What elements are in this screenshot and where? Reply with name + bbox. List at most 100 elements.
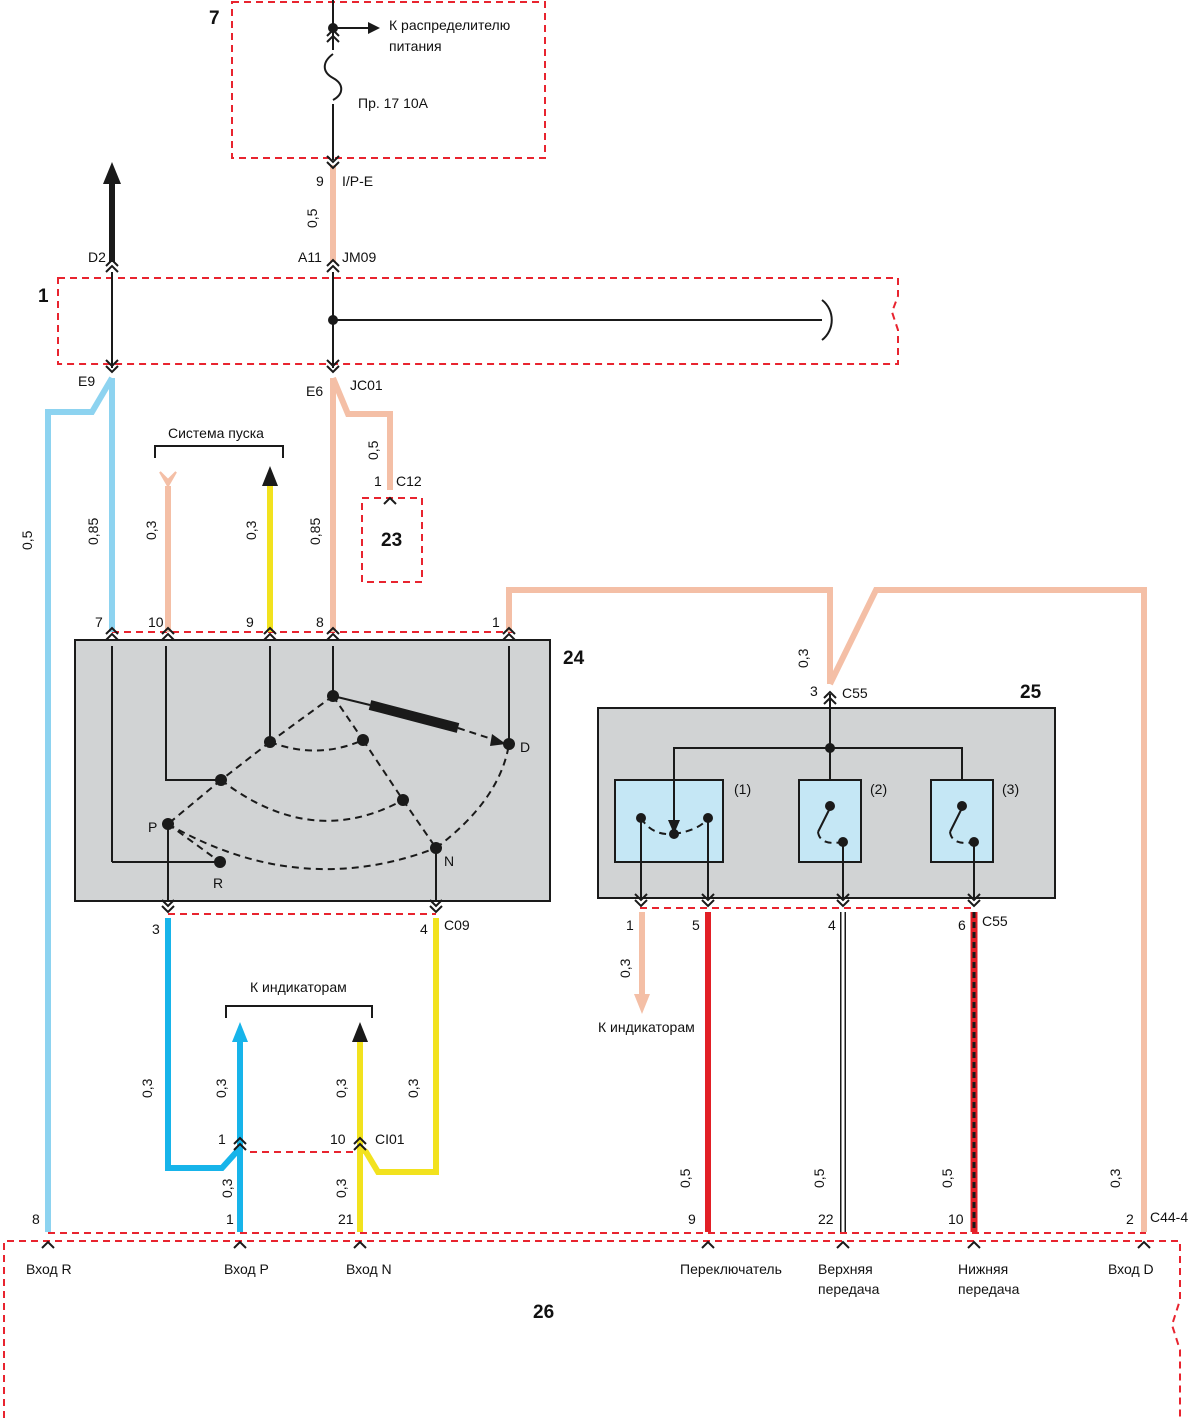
ecu-pin-1: 1	[226, 1211, 234, 1227]
connector-chevron	[326, 365, 340, 374]
position-n: N	[444, 853, 454, 869]
connector-chevron	[1137, 1240, 1151, 1249]
pin-6-c55: 6	[958, 917, 966, 933]
block-1-number: 1	[38, 286, 49, 307]
connector-chevron	[161, 905, 175, 914]
switch-1-label: (1)	[734, 781, 751, 797]
block-23-outline	[361, 497, 423, 583]
connector-chevron	[967, 1240, 981, 1249]
connector-c55-bottom-label: C55	[982, 913, 1008, 929]
range-bus-node	[825, 743, 835, 753]
connector-chevron	[105, 359, 119, 368]
connector-chevron	[105, 258, 119, 267]
ecu-pin-2: 2	[1126, 1211, 1134, 1227]
arrow-to-distributor	[368, 22, 380, 34]
connector-chevron	[967, 893, 981, 902]
pin-e9: E9	[78, 373, 95, 389]
ecu-pin-9: 9	[688, 1211, 696, 1227]
sel-dash-3	[269, 739, 364, 752]
pin-8: 8	[316, 614, 324, 630]
position-r: R	[213, 875, 223, 891]
connector-chevron	[326, 632, 340, 641]
sel-dash-5	[362, 739, 404, 801]
sw2-nodes	[825, 801, 848, 847]
pin-1-c55: 1	[626, 917, 634, 933]
connector-jc01-label: JC01	[350, 377, 383, 393]
connector-chevron	[326, 28, 340, 37]
connector-chevron	[823, 690, 837, 699]
connector-c09-label: C09	[444, 917, 470, 933]
pin-4: 4	[420, 921, 428, 937]
gauge-yellow-bottom: 0,3	[333, 1178, 349, 1198]
pin-a11: A11	[298, 249, 322, 265]
ecu-pin-10: 10	[948, 1211, 964, 1227]
connector-chevron	[105, 632, 119, 641]
gauge-pin9: 0,3	[243, 520, 259, 540]
connector-chevron	[161, 899, 175, 908]
block-26-outline	[3, 1240, 1181, 1418]
pin-1-c12: 1	[374, 473, 382, 489]
connector-chevron	[233, 1142, 247, 1151]
connector-chevron	[105, 626, 119, 635]
block-24-number: 24	[563, 648, 585, 669]
pin-5-c55: 5	[692, 917, 700, 933]
pin-10-ci01: 10	[330, 1131, 346, 1147]
sel-contact-link	[332, 695, 371, 706]
gauge-ipe-jm09: 0,5	[304, 208, 320, 228]
pin-d2: D2	[88, 249, 106, 265]
connector-jm09-label: JM09	[342, 249, 376, 265]
sw3-nodes	[957, 801, 979, 847]
sw1-nodes	[636, 813, 713, 839]
connector-chevron	[233, 1240, 247, 1249]
arrow-pink-down	[634, 994, 650, 1014]
input-n-label: Вход N	[346, 1261, 392, 1277]
connector-chevron	[429, 905, 443, 914]
connector-chevron	[161, 632, 175, 641]
connector-ci01-label: CI01	[375, 1131, 405, 1147]
connector-chevron	[105, 264, 119, 273]
to-distributor-label-1: К распределителю	[389, 17, 510, 33]
pin-10: 10	[148, 614, 164, 630]
connector-chevron	[634, 899, 648, 908]
connector-chevron	[701, 899, 715, 908]
switch-2-label: (2)	[870, 781, 887, 797]
connector-chevron	[502, 632, 516, 641]
sel-dash-6	[220, 779, 404, 822]
upper-gear-label-1: Верхняя	[818, 1261, 873, 1277]
lower-gear-label-2: передача	[958, 1281, 1020, 1297]
connector-chevron	[233, 1136, 247, 1145]
position-d: D	[520, 739, 530, 755]
sel-contact-bar	[368, 700, 460, 733]
gauge-pin10: 0,3	[143, 520, 159, 540]
pin-9: 9	[246, 614, 254, 630]
gauge-red-pin9: 0,5	[677, 1168, 693, 1188]
sw2-blade	[817, 807, 831, 833]
connector-chevron	[634, 893, 648, 902]
input-d-label: Вход D	[1108, 1261, 1154, 1277]
gauge-yellow-right: 0,3	[405, 1078, 421, 1098]
sw1-arrow	[668, 820, 680, 834]
sel-dash-9	[167, 823, 437, 871]
sel-dash-10	[167, 823, 221, 863]
connector-chevron	[353, 1240, 367, 1249]
pin-1: 1	[492, 614, 500, 630]
ecu-pin-8: 8	[32, 1211, 40, 1227]
connector-chevron	[41, 1240, 55, 1249]
pin-3-c55: 3	[810, 683, 818, 699]
connector-chevron	[161, 626, 175, 635]
start-system-label: Система пуска	[168, 425, 264, 441]
pin-7: 7	[95, 614, 103, 630]
fuse-symbol	[323, 53, 343, 101]
sel-dash-1	[269, 695, 334, 743]
gauge-c12: 0,5	[365, 440, 381, 460]
switch-2-box	[798, 779, 862, 863]
input-r-label: Вход R	[26, 1261, 72, 1277]
connector-chevron	[326, 258, 340, 267]
connector-chevron	[326, 34, 340, 43]
position-p: P	[148, 819, 157, 835]
switcher-label: Переключатель	[680, 1261, 782, 1277]
node-power	[328, 23, 338, 33]
sel-nodes	[162, 690, 515, 868]
wire-blue-pin3-ci01	[165, 918, 243, 1171]
